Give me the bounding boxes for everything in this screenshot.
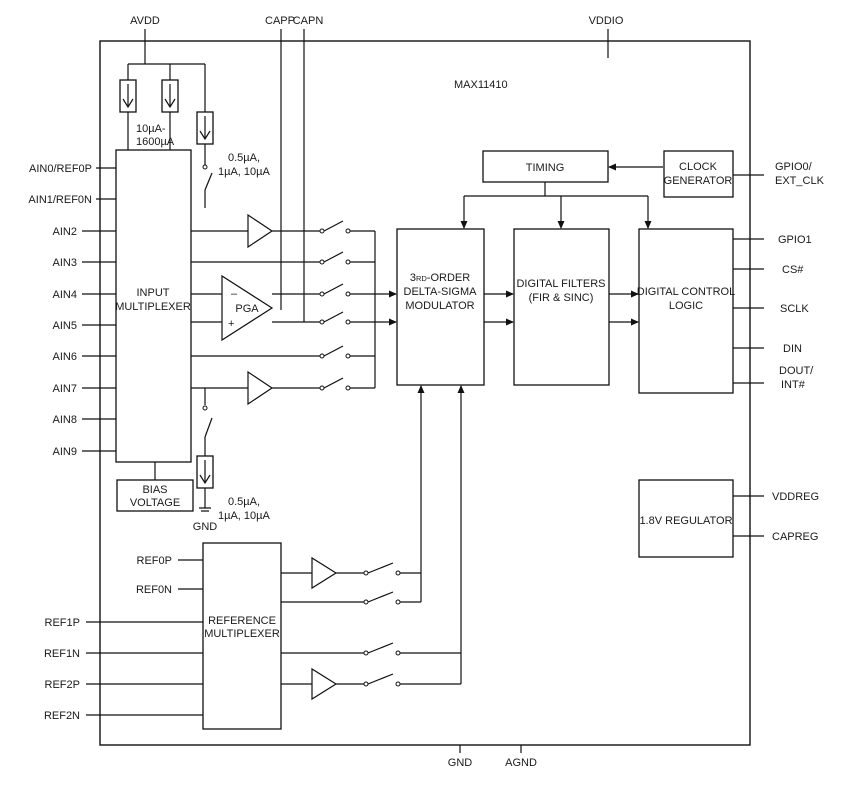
burnout-switch-icon bbox=[204, 172, 213, 191]
pin-vddreg: VDDREG bbox=[772, 491, 819, 503]
burnout-source-icon bbox=[196, 111, 214, 145]
bias-voltage bbox=[116, 479, 194, 512]
svg-text:INPUT: INPUT bbox=[137, 287, 170, 299]
svg-text:DELTA-SIGMA: DELTA-SIGMA bbox=[404, 286, 478, 298]
clock-generator bbox=[663, 150, 734, 198]
pin-avdd: AVDD bbox=[130, 15, 160, 27]
svg-text:MULTIPLEXER: MULTIPLEXER bbox=[204, 628, 280, 640]
burnout-label-top: 0.5µA, bbox=[228, 152, 260, 164]
pin-capn: CAPN bbox=[293, 15, 324, 27]
regulator-1v8 bbox=[638, 479, 734, 558]
reference-multiplexer bbox=[202, 542, 282, 730]
pin-ain8: AIN8 bbox=[53, 414, 77, 426]
pin-sclk: SCLK bbox=[780, 303, 809, 315]
pin-ain9: AIN9 bbox=[53, 446, 77, 458]
burnout-label-bottom: 0.5µA, bbox=[228, 496, 260, 508]
svg-text:VOLTAGE: VOLTAGE bbox=[130, 497, 180, 509]
ref0n-label: REF0N bbox=[136, 584, 172, 596]
burnout-switch-icon bbox=[204, 417, 213, 438]
chip-name: MAX11410 bbox=[454, 79, 508, 91]
svg-text:BIAS: BIAS bbox=[142, 484, 167, 496]
svg-text:INT#: INT# bbox=[781, 379, 806, 391]
svg-text:1µA, 10µA: 1µA, 10µA bbox=[218, 510, 270, 522]
svg-text:TIMING: TIMING bbox=[526, 162, 565, 174]
svg-text:MODULATOR: MODULATOR bbox=[405, 300, 474, 312]
svg-text:–: – bbox=[231, 288, 238, 300]
pin-ain3: AIN3 bbox=[53, 257, 77, 269]
digital-filters bbox=[513, 228, 610, 386]
pin-ain5: AIN5 bbox=[53, 320, 77, 332]
svg-text:EXT_CLK: EXT_CLK bbox=[775, 175, 825, 187]
delta-sigma-modulator bbox=[396, 228, 485, 386]
digital-control-logic bbox=[638, 228, 734, 394]
pin-gpio0: GPIO0/ bbox=[775, 161, 813, 173]
pin-ain2: AIN2 bbox=[53, 226, 77, 238]
input-switch-array bbox=[319, 220, 375, 391]
pin-ref2p: REF2P bbox=[45, 679, 80, 691]
current-source-label: 10µA- bbox=[136, 123, 166, 135]
current-source-icon bbox=[161, 79, 179, 113]
chip-outline bbox=[99, 40, 751, 746]
svg-text:+: + bbox=[228, 318, 234, 330]
pin-din: DIN bbox=[783, 343, 802, 355]
svg-text:DIGITAL FILTERS: DIGITAL FILTERS bbox=[516, 278, 605, 290]
svg-text:1µA, 10µA: 1µA, 10µA bbox=[218, 166, 270, 178]
pin-cs: CS# bbox=[782, 264, 804, 276]
pin-ain1: AIN1/REF0N bbox=[28, 194, 92, 206]
pin-ain7: AIN7 bbox=[53, 383, 77, 395]
pin-ain4: AIN4 bbox=[53, 289, 77, 301]
pin-ref1p: REF1P bbox=[45, 617, 80, 629]
svg-text:(FIR & SINC): (FIR & SINC) bbox=[529, 292, 594, 304]
svg-text:LOGIC: LOGIC bbox=[669, 300, 703, 312]
pin-dout: DOUT/ bbox=[779, 365, 814, 377]
timing-block bbox=[482, 150, 609, 183]
svg-text:GENERATOR: GENERATOR bbox=[664, 175, 733, 187]
pga-label: PGA bbox=[235, 303, 259, 315]
svg-text:REFERENCE: REFERENCE bbox=[208, 615, 276, 627]
pin-capreg: CAPREG bbox=[772, 531, 818, 543]
pin-gnd: GND bbox=[448, 757, 473, 769]
pin-capp: CAPP bbox=[265, 15, 295, 27]
ref-buffer-icon bbox=[311, 667, 338, 701]
buffer-amp-icon bbox=[247, 213, 274, 249]
svg-text:MULTIPLEXER: MULTIPLEXER bbox=[115, 301, 191, 313]
pga-amp bbox=[221, 274, 274, 342]
ref-switch-array bbox=[363, 562, 401, 687]
input-multiplexer bbox=[115, 149, 192, 463]
pin-ain0: AIN0/REF0P bbox=[29, 163, 92, 175]
pin-gpio1: GPIO1 bbox=[778, 234, 812, 246]
pin-vddio: VDDIO bbox=[589, 15, 624, 27]
svg-text:CLOCK: CLOCK bbox=[679, 161, 718, 173]
pin-ain6: AIN6 bbox=[53, 351, 77, 363]
pin-ref2n: REF2N bbox=[44, 710, 80, 722]
ref-buffer-icon bbox=[311, 556, 338, 590]
burnout-sink-icon bbox=[196, 455, 214, 489]
ref0p-label: REF0P bbox=[137, 555, 172, 567]
current-source-icon bbox=[119, 79, 137, 113]
ain-pins: AIN0/REF0P AIN1/REF0N AIN2 AIN3 AIN4 AIN… bbox=[28, 163, 92, 458]
svg-text:1600µA: 1600µA bbox=[136, 136, 175, 148]
svg-text:DIGITAL CONTROL: DIGITAL CONTROL bbox=[637, 286, 735, 298]
pin-agnd: AGND bbox=[505, 757, 537, 769]
svg-text:1.8V REGULATOR: 1.8V REGULATOR bbox=[639, 515, 732, 527]
gnd-label: GND bbox=[193, 521, 218, 533]
buffer-amp-icon bbox=[247, 370, 274, 406]
pin-ref1n: REF1N bbox=[44, 648, 80, 660]
svg-text:3RD-ORDER: 3RD-ORDER bbox=[410, 272, 470, 284]
